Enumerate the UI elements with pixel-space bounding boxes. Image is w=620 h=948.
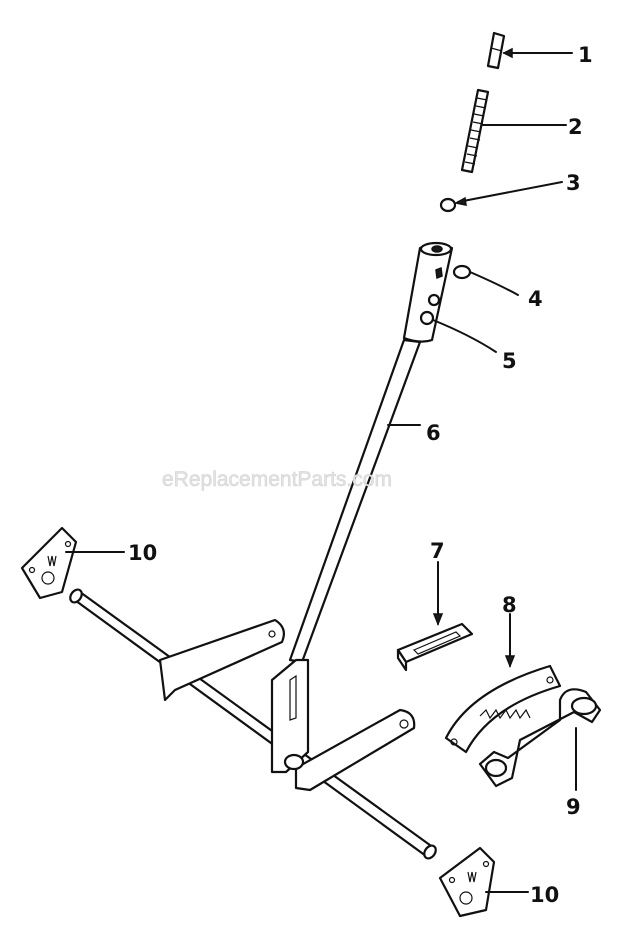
callout-4: 4 [528,287,543,311]
callout-5: 5 [502,349,517,373]
callout-8: 8 [502,593,517,617]
notched-quadrant-icon [444,613,562,754]
callout-2: 2 [568,115,583,139]
shaft-icon [69,588,437,860]
mounting-plate-icon [20,526,125,600]
callout-9: 9 [566,795,581,819]
ball-icon [439,181,563,213]
grip-nut-icon [435,264,519,296]
callout-3: 3 [566,171,581,195]
knob-icon [419,293,497,353]
callout-7: 7 [430,539,445,563]
callout-1: 1 [578,43,593,67]
watermark: eReplacementParts.com [162,468,392,491]
callout-10b: 10 [530,883,559,907]
mounting-plate-icon [438,846,529,918]
pin-icon [486,31,573,70]
spring-icon [460,88,567,174]
bracket-icon [478,688,602,791]
callout-10a: 10 [128,541,157,565]
callout-6: 6 [426,421,441,445]
plate-icon [396,561,474,672]
lever-icon [288,241,454,664]
